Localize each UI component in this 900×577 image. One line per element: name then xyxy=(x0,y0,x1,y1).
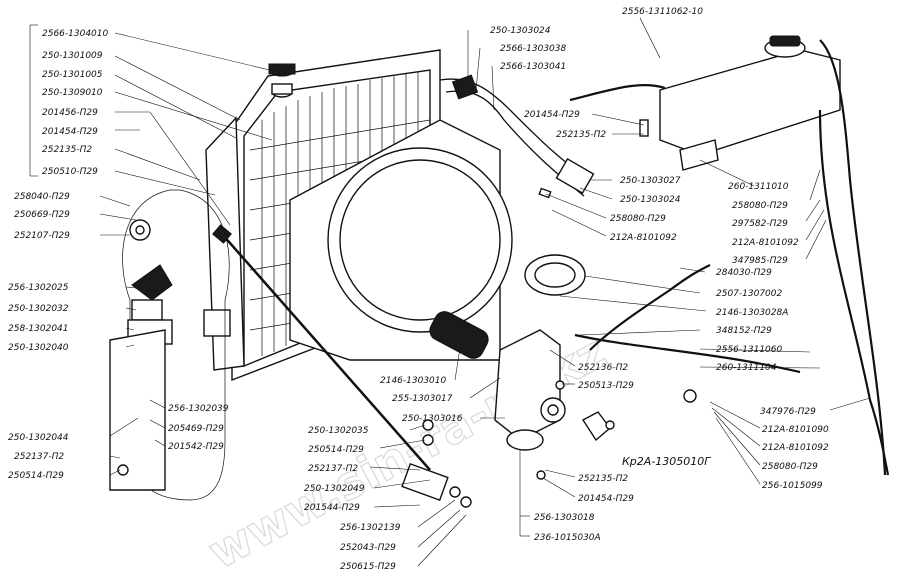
label-201542: 201542-П29 xyxy=(168,442,224,452)
fan-shroud xyxy=(289,119,513,361)
drain-rod xyxy=(212,224,472,508)
label-348152: 348152-П29 xyxy=(716,326,772,336)
label-256-1302139: 256-1302139 xyxy=(340,523,401,533)
part-number-labels: 2566-1304010 250-1301009 250-1301005 250… xyxy=(8,7,829,572)
label-252135-a: 252135-П2 xyxy=(42,145,92,155)
label-250-1301009: 250-1301009 xyxy=(42,51,103,61)
label-201454-c: 201454-П29 xyxy=(578,494,634,504)
label-250-1302035: 250-1302035 xyxy=(308,426,369,436)
label-2146-1303010: 2146-1303010 xyxy=(380,376,447,386)
label-236-1015030a: 236-1015030А xyxy=(534,533,601,543)
label-205469: 205469-П29 xyxy=(168,424,224,434)
upper-hose xyxy=(439,74,595,197)
label-250514-a: 250514-П29 xyxy=(8,471,64,481)
label-250-1302032: 250-1302032 xyxy=(8,304,69,314)
label-258080-c: 258080-П29 xyxy=(762,462,818,472)
label-252107: 252107-П29 xyxy=(14,231,70,241)
return-line xyxy=(574,333,801,374)
label-297582: 297582-П29 xyxy=(732,219,788,229)
label-250-1309010: 250-1309010 xyxy=(42,88,103,98)
label-252135-b: 252135-П2 xyxy=(556,130,606,140)
left-panel xyxy=(109,189,230,501)
label-250-1302040: 250-1302040 xyxy=(8,343,69,353)
label-250514-b: 250514-П29 xyxy=(308,445,364,455)
label-250-1301005: 250-1301005 xyxy=(42,70,103,80)
label-212a-8101092-c: 212А-8101092 xyxy=(762,443,829,453)
label-347985: 347985-П29 xyxy=(732,256,788,266)
radiator-cap xyxy=(268,63,296,98)
water-pump-inlet xyxy=(494,329,566,451)
label-250-1303024-b: 250-1303024 xyxy=(620,195,681,205)
label-2507-1307002: 2507-1307002 xyxy=(716,289,783,299)
label-256-1303018: 256-1303018 xyxy=(534,513,595,523)
label-250-1302049: 250-1302049 xyxy=(304,484,365,494)
label-250-1303027: 250-1303027 xyxy=(620,176,681,186)
label-255-1303017: 255-1303017 xyxy=(392,394,453,404)
label-260-1311010: 260-1311010 xyxy=(728,182,789,192)
label-258040: 258040-П29 xyxy=(14,192,70,202)
label-250-1302044: 250-1302044 xyxy=(8,433,69,443)
label-250-1303016: 250-1303016 xyxy=(402,414,463,424)
label-250513: 250513-П29 xyxy=(578,381,634,391)
leader-lines xyxy=(29,17,871,567)
overflow-pipe xyxy=(819,39,887,476)
label-258080-b: 258080-П29 xyxy=(610,214,666,224)
label-252137-b: 252137-П2 xyxy=(308,464,358,474)
label-kr2a-1305010g: Кр2А-1305010Г xyxy=(622,455,711,468)
label-260-1311104: 260-1311104 xyxy=(716,363,777,373)
drain-pipe xyxy=(818,109,890,476)
label-256-1015099: 256-1015099 xyxy=(762,481,823,491)
label-250669: 250669-П29 xyxy=(14,210,70,220)
label-252135-c: 252135-П2 xyxy=(578,474,628,484)
tank-hose xyxy=(589,264,711,351)
label-252043: 252043-П29 xyxy=(340,543,396,553)
label-212a-8101092-b: 212А-8101092 xyxy=(610,233,677,243)
lower-hose xyxy=(429,311,489,359)
thermostat xyxy=(524,254,586,296)
label-2556-1311062-10: 2556-1311062-10 xyxy=(622,7,703,17)
label-252136: 252136-П2 xyxy=(578,363,628,373)
label-256-1302025: 256-1302025 xyxy=(8,283,69,293)
label-252137-a: 252137-П2 xyxy=(14,452,64,462)
label-250615: 250615-П29 xyxy=(340,562,396,572)
tank-vent-line xyxy=(569,84,666,102)
label-284030: 284030-П29 xyxy=(716,268,772,278)
label-201454-b: 201454-П29 xyxy=(524,110,580,120)
label-2566-1303038: 2566-1303038 xyxy=(500,44,567,54)
label-258-1302041: 258-1302041 xyxy=(8,324,69,334)
label-250510: 250510-П29 xyxy=(42,167,98,177)
label-250-1303024-a: 250-1303024 xyxy=(490,26,551,36)
label-347976: 347976-П29 xyxy=(760,407,816,417)
small-parts xyxy=(422,119,697,480)
expansion-tank xyxy=(659,35,841,171)
label-201454-a: 201454-П29 xyxy=(42,127,98,137)
label-212a-8101092-a: 212А-8101092 xyxy=(732,238,799,248)
label-2146-1303028a: 2146-1303028А xyxy=(716,308,788,318)
label-2566-1304010: 2566-1304010 xyxy=(42,29,109,39)
label-201544: 201544-П29 xyxy=(304,503,360,513)
label-256-1302039: 256-1302039 xyxy=(168,404,229,414)
label-212a-8101090: 212А-8101090 xyxy=(762,425,829,435)
label-2556-1311060: 2556-1311060 xyxy=(716,345,783,355)
label-258080-a: 258080-П29 xyxy=(732,201,788,211)
label-2566-1303041: 2566-1303041 xyxy=(500,62,566,72)
label-201456: 201456-П29 xyxy=(42,108,98,118)
